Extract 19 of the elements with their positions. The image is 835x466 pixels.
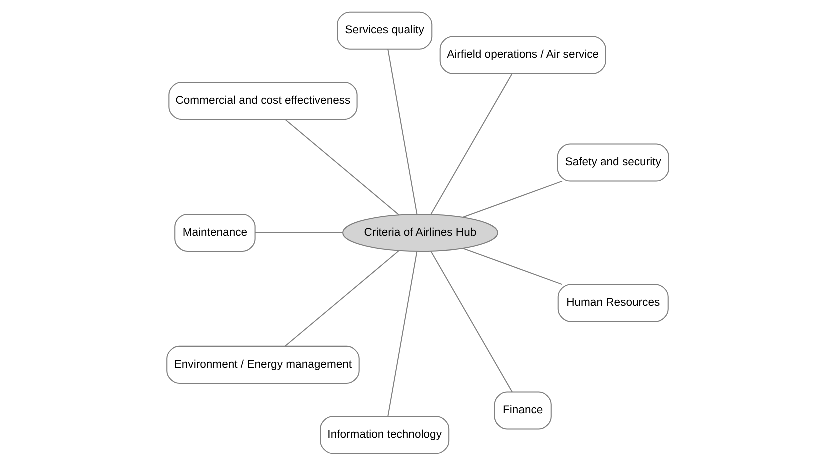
node-box: Commercial and cost effectiveness	[168, 82, 358, 120]
node-box: Maintenance	[174, 214, 256, 252]
connector	[284, 119, 400, 216]
node-ellipse: Criteria of Airlines Hub	[342, 214, 498, 252]
connector	[254, 232, 343, 234]
node-box: Human Resources	[557, 284, 668, 322]
node-box: Services quality	[336, 12, 432, 50]
node-box: Airfield operations / Air service	[439, 36, 606, 74]
node-box: Safety and security	[556, 144, 669, 182]
connector	[284, 250, 400, 347]
node-box: Finance	[494, 392, 552, 430]
connector	[430, 73, 512, 215]
node-box: Environment / Energy management	[166, 346, 360, 384]
connector	[430, 251, 512, 392]
connector	[387, 49, 418, 214]
connector	[462, 248, 562, 286]
connector	[462, 180, 562, 218]
node-box: Information technology	[320, 416, 450, 454]
connector	[387, 252, 418, 417]
